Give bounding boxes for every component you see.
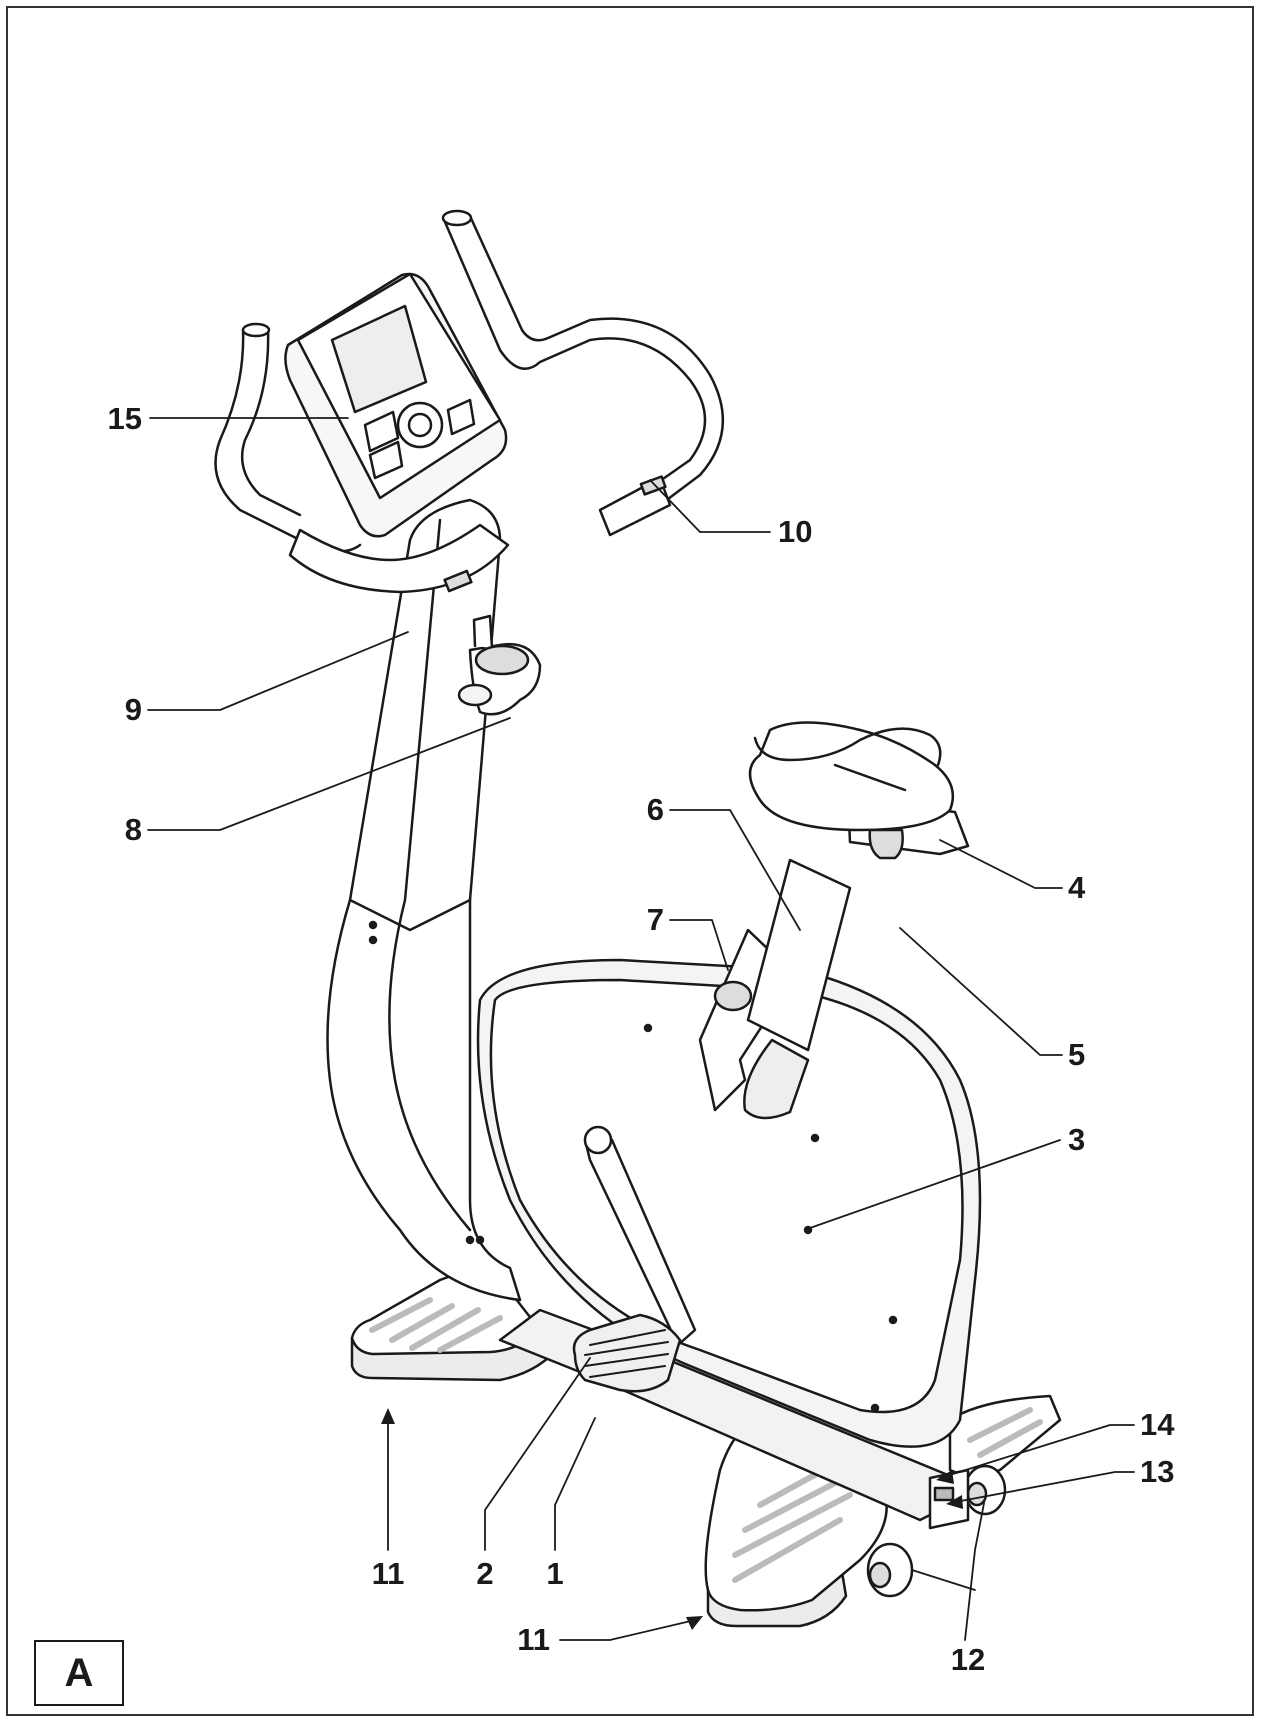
leader-8 [147, 717, 511, 831]
leader-6 [669, 809, 801, 931]
callout-2: 2 [476, 1556, 494, 1591]
leader-3 [809, 1139, 1061, 1229]
callout-13: 15 [107, 401, 142, 436]
leader-arrowheads [381, 1408, 963, 1630]
upper-handlebar [441, 209, 725, 537]
leader-2 [484, 1357, 591, 1551]
panel-label-text: A [64, 1650, 94, 1695]
callout-7: 7 [646, 902, 664, 937]
callout-9: 9 [124, 692, 142, 727]
callout-11-rear: 11 [371, 1556, 405, 1591]
leader-10 [649, 479, 771, 533]
leader-14 [949, 1471, 1135, 1504]
leader-9 [147, 631, 409, 711]
callout-3: 3 [1068, 1122, 1086, 1157]
leader-5 [899, 927, 1063, 1056]
callout-4: 4 [1068, 870, 1086, 905]
callout-12: 12 [950, 1642, 986, 1677]
leader-4 [939, 839, 1063, 889]
leader-1 [554, 1417, 596, 1551]
leader-15 [939, 1424, 1135, 1479]
callout-6: 6 [646, 792, 664, 827]
callout-1: 1 [546, 1556, 564, 1591]
figure-frame [6, 6, 1254, 1716]
callout-10: 10 [778, 514, 813, 549]
transport-wheels [866, 1464, 1007, 1598]
seat-assembly [698, 721, 970, 1120]
leader-7 [669, 919, 729, 971]
leader-11b [559, 1619, 696, 1641]
leader-12 [964, 1497, 986, 1641]
flywheel-housing [476, 958, 982, 1448]
pulse-handlebar [214, 322, 510, 594]
console [284, 272, 508, 538]
leader-lines [147, 417, 1135, 1641]
bottle-holder [457, 614, 542, 716]
callout-14: 13 [1140, 1454, 1175, 1489]
callout-11-front: 11 [517, 1622, 550, 1657]
crank-and-pedal [572, 1125, 697, 1393]
leader-12b [911, 1569, 976, 1591]
callout-5: 5 [1068, 1037, 1086, 1072]
callout-15: 14 [1140, 1407, 1175, 1442]
callout-8: 8 [124, 812, 142, 847]
panel-label: A [34, 1640, 124, 1706]
